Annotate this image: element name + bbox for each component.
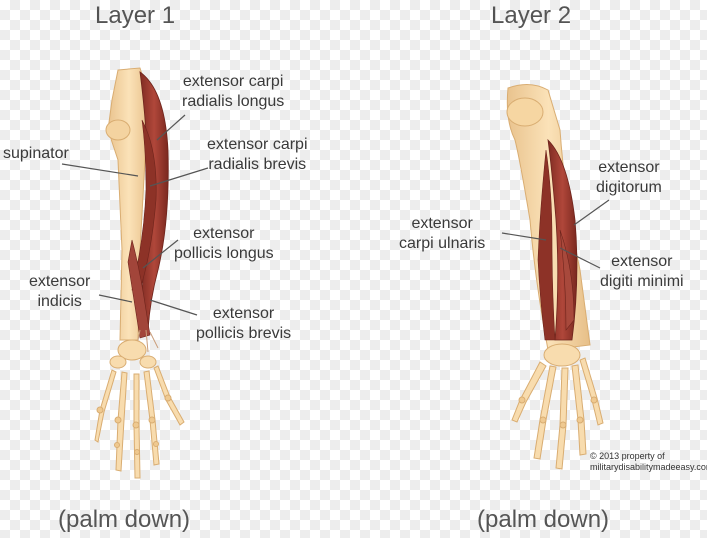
leader-ecrl [156,114,186,141]
label-line: pollicis longus [174,245,274,262]
label-line: pollicis brevis [196,325,292,342]
layer2-forearm [506,84,604,470]
label-line: extensor [411,215,473,232]
layer2-muscle-ecu [537,149,556,341]
leader-ed [573,199,610,226]
layer2-caption: (palm down) [477,506,610,533]
leader-ecu [501,232,547,241]
label-supinator: supinator [3,145,69,162]
label-line: radialis longus [182,93,285,110]
layer2-hand-bones [511,343,604,470]
label-line: digiti minimi [600,273,684,290]
leader-epb [149,299,198,316]
label-line: radialis brevis [208,156,307,173]
label-line: extensor carpi [182,73,284,90]
leader-lines [61,114,610,316]
copyright-line: militarydisabilitymadeeasy.com [590,462,707,472]
label-extensor-digitorum: extensor digitorum [596,158,662,198]
copyright-notice: © 2013 property of militarydisabilitymad… [590,451,707,473]
label-line: extensor [29,273,91,290]
label-extensor-carpi-radialis-brevis: extensor carpi radialis brevis [207,135,308,175]
layer2-title: Layer 2 [491,2,572,29]
leader-edm [559,247,601,269]
layer1-hand-bones [94,339,185,479]
label-extensor-indicis: extensor indicis [29,272,90,312]
label-extensor-digiti-minimi: extensor digiti minimi [600,252,684,292]
label-extensor-carpi-ulnaris: extensor carpi ulnaris [399,214,485,254]
layer1-title: Layer 1 [95,2,176,29]
leader-epl [142,239,179,269]
layer2-muscle-edm [559,229,575,331]
label-extensor-pollicis-brevis: extensor pollicis brevis [196,304,291,344]
copyright-line: © 2013 property of [590,451,665,461]
label-line: extensor carpi [207,136,308,153]
layer1-elbow-condyle [105,119,131,141]
label-line: extensor [598,159,660,176]
leader-supinator [61,163,139,177]
layer1-muscle-epl [127,239,151,339]
layer1-caption: (palm down) [58,506,191,533]
layer1-forearm [94,67,185,479]
label-line: extensor [193,225,255,242]
label-line: digitorum [596,179,662,196]
label-line: extensor [212,305,275,322]
label-line: carpi ulnaris [399,235,486,252]
leader-ei [98,294,133,303]
label-extensor-pollicis-longus: extensor pollicis longus [174,224,274,264]
label-line: indicis [37,293,82,310]
label-line: extensor [611,253,673,270]
leader-ecrb [149,167,209,187]
label-extensor-carpi-radialis-longus: extensor carpi radialis longus [182,72,284,112]
layer2-elbow [506,97,544,127]
